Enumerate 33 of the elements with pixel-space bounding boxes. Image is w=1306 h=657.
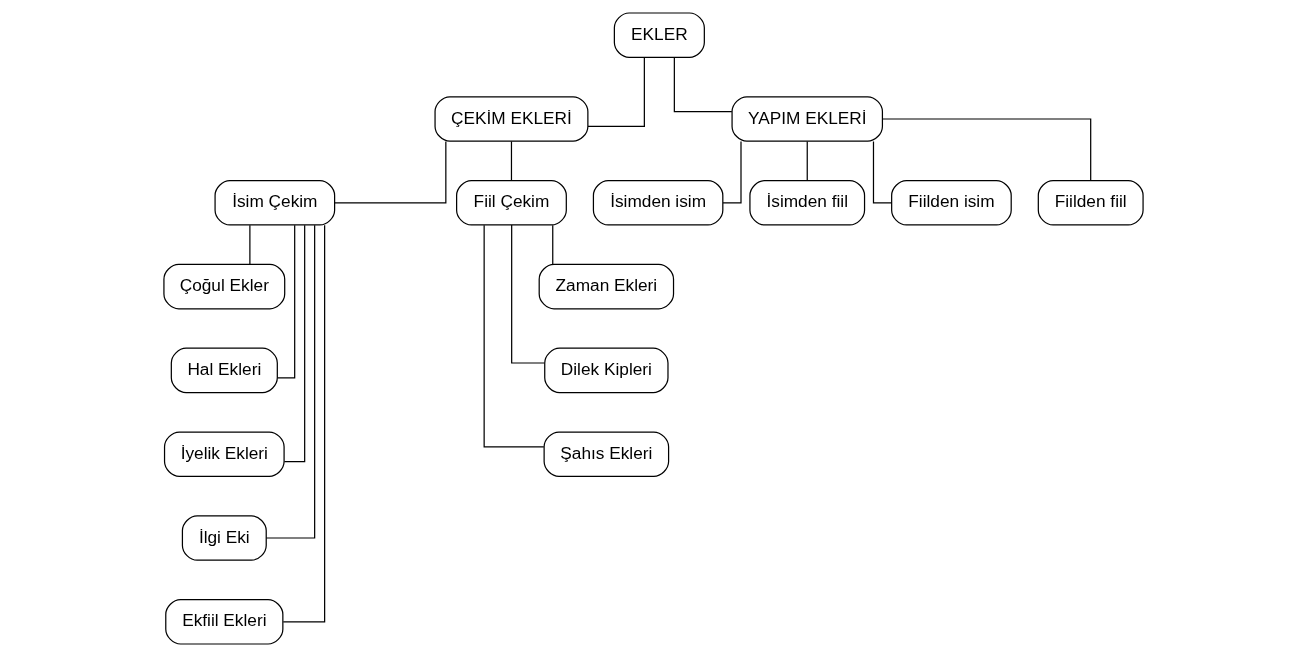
node-box: İlgi Eki	[181, 515, 267, 561]
connector	[248, 224, 250, 265]
node-box: Zaman Ekleri	[538, 263, 674, 310]
connector	[333, 140, 446, 204]
node-box: Hal Ekleri	[170, 347, 278, 394]
node-box: Ekfiil Ekleri	[164, 599, 283, 645]
connector	[872, 140, 892, 204]
node-box: Fiil Çekim	[455, 180, 567, 226]
node-box: Fiilden isim	[890, 180, 1012, 226]
connector	[806, 140, 808, 181]
node-box: Fiilden fiil	[1037, 180, 1144, 226]
connector	[510, 140, 512, 181]
node-box: Şahıs Ekleri	[543, 431, 669, 477]
connector	[265, 224, 315, 539]
node-box: İsimden fiil	[748, 180, 865, 226]
connector	[510, 224, 545, 364]
connector	[483, 224, 544, 448]
node-box: YAPIM EKLERİ	[730, 96, 883, 142]
connector	[551, 224, 553, 265]
connector	[673, 57, 732, 113]
node-box: İyelik Ekleri	[163, 431, 285, 477]
connector	[881, 118, 1091, 181]
node-box: İsimden isim	[592, 180, 723, 226]
node-box: İsim Çekim	[213, 180, 335, 226]
connector	[276, 224, 295, 379]
node-box: EKLER	[613, 12, 705, 58]
connector	[721, 140, 742, 204]
connector	[282, 224, 325, 623]
connector	[283, 224, 305, 463]
node-box: ÇEKİM EKLERİ	[433, 96, 588, 142]
node-box: Dilek Kipleri	[543, 347, 669, 394]
connector	[586, 57, 645, 127]
node-box: Çoğul Ekler	[162, 263, 285, 310]
